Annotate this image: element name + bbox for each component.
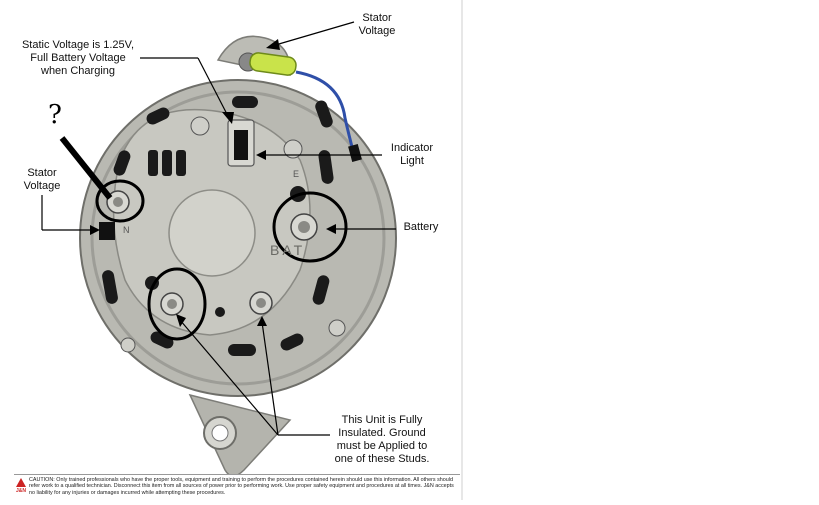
label-stator-voltage-top: Stator Voltage [358, 12, 396, 37]
question-leader [59, 136, 113, 200]
arrow-heads [90, 39, 336, 327]
label-ground-note: This Unit is Fully Insulated. Ground mus… [334, 414, 430, 465]
label-static-voltage: Static Voltage is 1.25V, Full Battery Vo… [21, 39, 135, 77]
center-cover [168, 189, 256, 277]
leader-lines [41, 21, 396, 436]
label-stator-voltage-left: Stator Voltage [23, 167, 61, 192]
brand-logo: J&N [16, 488, 27, 494]
label-indicator-light: Indicator Light [390, 142, 434, 167]
warning-triangle-icon [16, 478, 26, 487]
housing-mark-n: N [123, 225, 130, 235]
caution-text: CAUTION: Only trained professionals who … [29, 477, 454, 496]
question-mark: ? [48, 100, 62, 130]
terminal-studs [106, 190, 318, 316]
green-connector [249, 52, 297, 76]
annotation-circles [95, 179, 348, 341]
housing-mark-bat: BAT [270, 242, 306, 258]
label-battery: Battery [403, 221, 439, 233]
housing-mark-e: E [293, 169, 300, 179]
caution-footer: J&N CAUTION: Only trained professionals … [14, 474, 460, 497]
stator-terminal-socket [99, 222, 115, 240]
perimeter-screws [120, 116, 346, 353]
